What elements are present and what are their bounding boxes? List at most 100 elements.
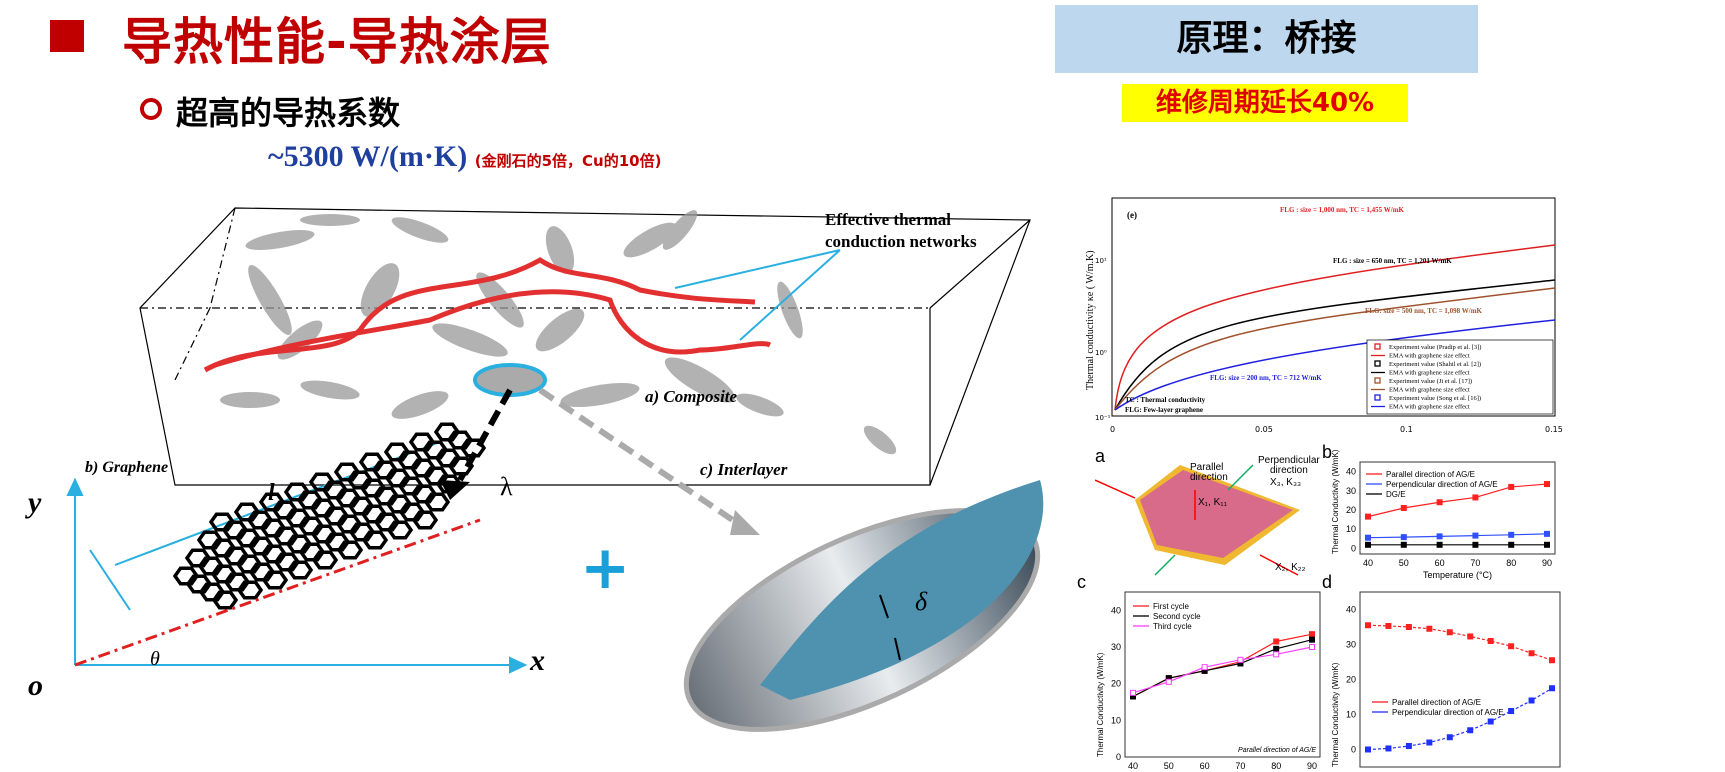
data-point [1201, 664, 1208, 671]
data-point [1400, 505, 1407, 511]
data-point [1273, 645, 1280, 652]
theta-symbol: θ [150, 648, 160, 670]
data-point [1508, 483, 1515, 490]
data-point [1436, 533, 1443, 540]
x-axis-label: Temperature (°C) [1423, 570, 1492, 580]
data-point [1365, 541, 1371, 548]
y-tick: 0 [1351, 543, 1356, 553]
data-point [1426, 739, 1433, 746]
plot-frame [1124, 591, 1321, 758]
data-point [1165, 678, 1172, 685]
legend-label: Experiment value (Shahil et al. [2]) [1389, 361, 1481, 368]
par-k: X₁, K₁₁ [1198, 497, 1228, 508]
y-axis-label: Thermal Conductivity (W/mK) [1331, 449, 1340, 554]
panel-tag: d [1322, 572, 1332, 592]
data-point [1467, 633, 1474, 640]
title-bullet-square [50, 20, 84, 52]
annotation: FLG: size = 500 nm, TC = 1,098 W/mK [1365, 307, 1483, 315]
y-axis-label: Thermal Conductivity (W/mK) [1096, 652, 1105, 757]
data-point [1273, 651, 1280, 658]
plot-frame [1359, 461, 1556, 555]
data-point [1273, 638, 1280, 645]
data-point [1508, 531, 1515, 538]
tc-value-line: ~5300 W/(m·K) (金刚石的5倍，Cu的10倍) [268, 140, 661, 174]
y-axis-label: y [25, 486, 42, 519]
y-tick: 30 [1346, 486, 1356, 496]
legend-label: Experiment value (Pradip et al. [3]) [1389, 344, 1481, 351]
origin-label: o [28, 669, 43, 702]
x-tick: 40 [1128, 761, 1138, 771]
panel-note: Parallel direction of AG/E [1238, 747, 1316, 754]
bullet-point: 超高的导热系数 [140, 88, 400, 134]
composite-illustration: Effective thermal conduction networks a)… [25, 207, 1044, 732]
x-tick: 70 [1235, 761, 1245, 771]
y-tick: 40 [1346, 605, 1356, 615]
series-line [1367, 533, 1548, 539]
par-label-2: direction [1190, 472, 1228, 483]
data-point [1436, 541, 1443, 548]
panel-a-tag: a [1095, 446, 1106, 466]
annotation: FLG : size = 650 nm, TC = 1,201 W/mK [1333, 257, 1452, 265]
legend-label: Experiment value (Ji et al. [17]) [1389, 378, 1472, 385]
note: FLG: Few-layer graphene [1125, 406, 1203, 414]
x-tick: 50 [1164, 761, 1174, 771]
legend-marker [1374, 394, 1381, 401]
y-tick: 20 [1346, 505, 1356, 515]
data-point [1130, 689, 1136, 696]
legend-marker [1374, 360, 1381, 367]
y-tick: 30 [1346, 640, 1356, 650]
data-point [1472, 532, 1479, 539]
networks-label-1: Effective thermal [825, 210, 951, 229]
xtick: 0.1 [1400, 425, 1413, 434]
data-point [1309, 644, 1315, 650]
data-point [1544, 481, 1550, 488]
ytick: 10⁻¹ [1095, 414, 1111, 422]
perp-label: Perpendicular [1258, 455, 1320, 466]
data-point [1446, 734, 1453, 741]
data-point [1400, 534, 1407, 541]
series-line [1132, 646, 1313, 694]
x-tick: 80 [1506, 558, 1516, 568]
panel-e-tag: (e) [1127, 210, 1137, 220]
x2-k: X₂, K₂₂ [1275, 562, 1306, 573]
data-point [1544, 541, 1550, 548]
legend-label: EMA with graphene size effect [1389, 404, 1470, 411]
graphene-label: b) Graphene [85, 459, 168, 476]
composite-label: a) Composite [645, 387, 738, 406]
legend-marker [1374, 377, 1381, 384]
maintenance-highlight: 维修周期延长40% [1122, 84, 1408, 122]
data-point [1309, 631, 1315, 638]
data-point [1385, 745, 1392, 752]
data-point [1365, 622, 1371, 629]
x-tick: 90 [1307, 761, 1317, 771]
x-tick: 60 [1435, 558, 1445, 568]
series-line [1367, 483, 1548, 518]
legend-label: Third cycle [1153, 622, 1192, 631]
x-axis-label: x [529, 644, 545, 677]
data-point [1426, 625, 1433, 632]
y-tick: 40 [1111, 605, 1121, 615]
data-point [1544, 530, 1550, 537]
data-point [1365, 534, 1371, 541]
bullet-text: 超高的导热系数 [176, 94, 401, 132]
data-point [1487, 638, 1494, 644]
perp-label-2: direction [1270, 465, 1308, 476]
ytick: 10⁰ [1095, 349, 1107, 357]
y-axis-label: Thermal Conductivity (W/mK) [1331, 662, 1340, 767]
legend-label: Second cycle [1153, 612, 1201, 621]
legend-marker [1374, 343, 1381, 350]
data-point [1508, 541, 1515, 548]
y-tick: 0 [1116, 752, 1121, 762]
y-tick: 40 [1346, 467, 1356, 477]
legend-label: Parallel direction of AG/E [1386, 470, 1475, 479]
data-point [1549, 657, 1555, 664]
legend-label: Parallel direction of AG/E [1392, 698, 1481, 707]
series-line [1132, 633, 1313, 698]
y-tick: 10 [1111, 715, 1121, 725]
data-point [1467, 727, 1474, 734]
y-tick: 20 [1111, 679, 1121, 689]
x-tick: 60 [1200, 761, 1210, 771]
principle-box: 原理：桥接 [1055, 5, 1478, 73]
delta-symbol: δ [915, 587, 928, 616]
